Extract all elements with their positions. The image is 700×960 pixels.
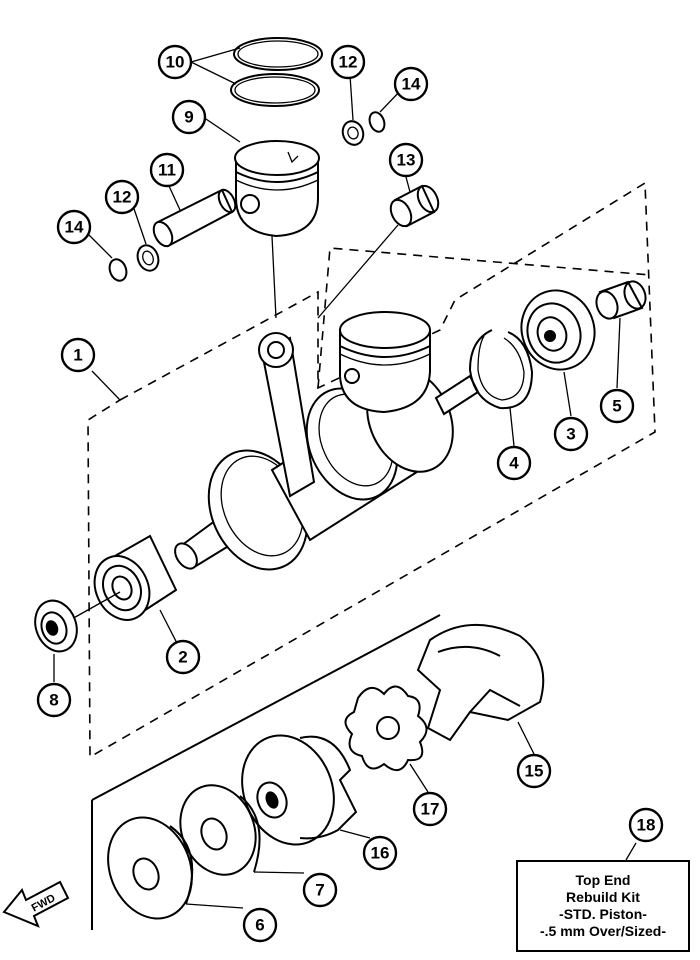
coupler-half-rear [416, 624, 545, 742]
callout-13: 13 [388, 142, 424, 178]
callout-3: 3 [553, 416, 589, 452]
forward-direction-arrow: FWD [2, 880, 70, 928]
callout-10: 10 [157, 44, 193, 80]
callout-label: 14 [65, 218, 84, 237]
callout-label: 17 [421, 800, 440, 819]
crankshaft [174, 311, 480, 571]
callout-label: 4 [509, 454, 519, 473]
callout-14-right: 14 [393, 66, 429, 102]
rubber-damper [344, 685, 428, 771]
top-end-rebuild-kit-box: Top End Rebuild Kit -STD. Piston- -.5 mm… [516, 860, 690, 952]
callout-label: 2 [178, 648, 187, 667]
needle-bearing [317, 184, 440, 319]
callout-12-left: 12 [104, 179, 140, 215]
callout-label: 6 [255, 916, 264, 935]
callout-12-right: 12 [330, 44, 366, 80]
callout-7: 7 [302, 872, 338, 908]
callout-9: 9 [171, 99, 207, 135]
oil-seal [34, 599, 78, 653]
callout-label: 12 [339, 53, 358, 72]
callout-11: 11 [149, 152, 185, 188]
retaining-ring [468, 329, 534, 410]
spacer-washer [179, 784, 261, 876]
callout-label: 3 [566, 425, 575, 444]
main-bearing-front [69, 534, 178, 621]
wrist-pin [152, 188, 237, 248]
kit-box-line-1: Top End [575, 872, 631, 888]
callout-label: 14 [402, 75, 421, 94]
drive-disc [107, 816, 194, 920]
coupler-hub [241, 734, 358, 846]
coupler-group-outline [91, 614, 441, 930]
kit-box-line-2: Rebuild Kit [566, 889, 640, 905]
callout-17: 17 [412, 791, 448, 827]
kit-box-line-3: -STD. Piston- [559, 906, 647, 922]
callout-15: 15 [516, 753, 552, 789]
piston-exploded [234, 140, 320, 319]
callout-5: 5 [599, 388, 635, 424]
callout-2: 2 [165, 639, 201, 675]
crankshaft-assembly-boundary [87, 181, 656, 759]
callout-label: 18 [637, 816, 656, 835]
callout-label: 5 [612, 397, 621, 416]
callout-4: 4 [496, 445, 532, 481]
bushing [595, 280, 647, 320]
callout-label: 13 [397, 151, 416, 170]
kit-box-line-4: -.5 mm Over/Sized- [539, 923, 667, 939]
callout-14-left: 14 [56, 209, 92, 245]
callout-label: 16 [371, 844, 390, 863]
callout-16: 16 [362, 835, 398, 871]
main-bearing-rear [520, 289, 596, 371]
callout-label: 8 [49, 691, 58, 710]
callout-1: 1 [60, 337, 96, 373]
callout-label: 10 [166, 53, 185, 72]
callout-label: 15 [525, 762, 544, 781]
pin-clips-and-washers [108, 111, 386, 282]
callout-label: 7 [315, 881, 324, 900]
callout-label: 11 [158, 161, 176, 180]
callout-8: 8 [36, 682, 72, 718]
callout-label: 1 [73, 346, 82, 365]
callout-18: 18 [628, 807, 664, 843]
piston-rings [230, 37, 323, 107]
callout-6: 6 [242, 907, 278, 943]
callout-label: 12 [113, 188, 132, 207]
callout-label: 9 [184, 108, 193, 127]
